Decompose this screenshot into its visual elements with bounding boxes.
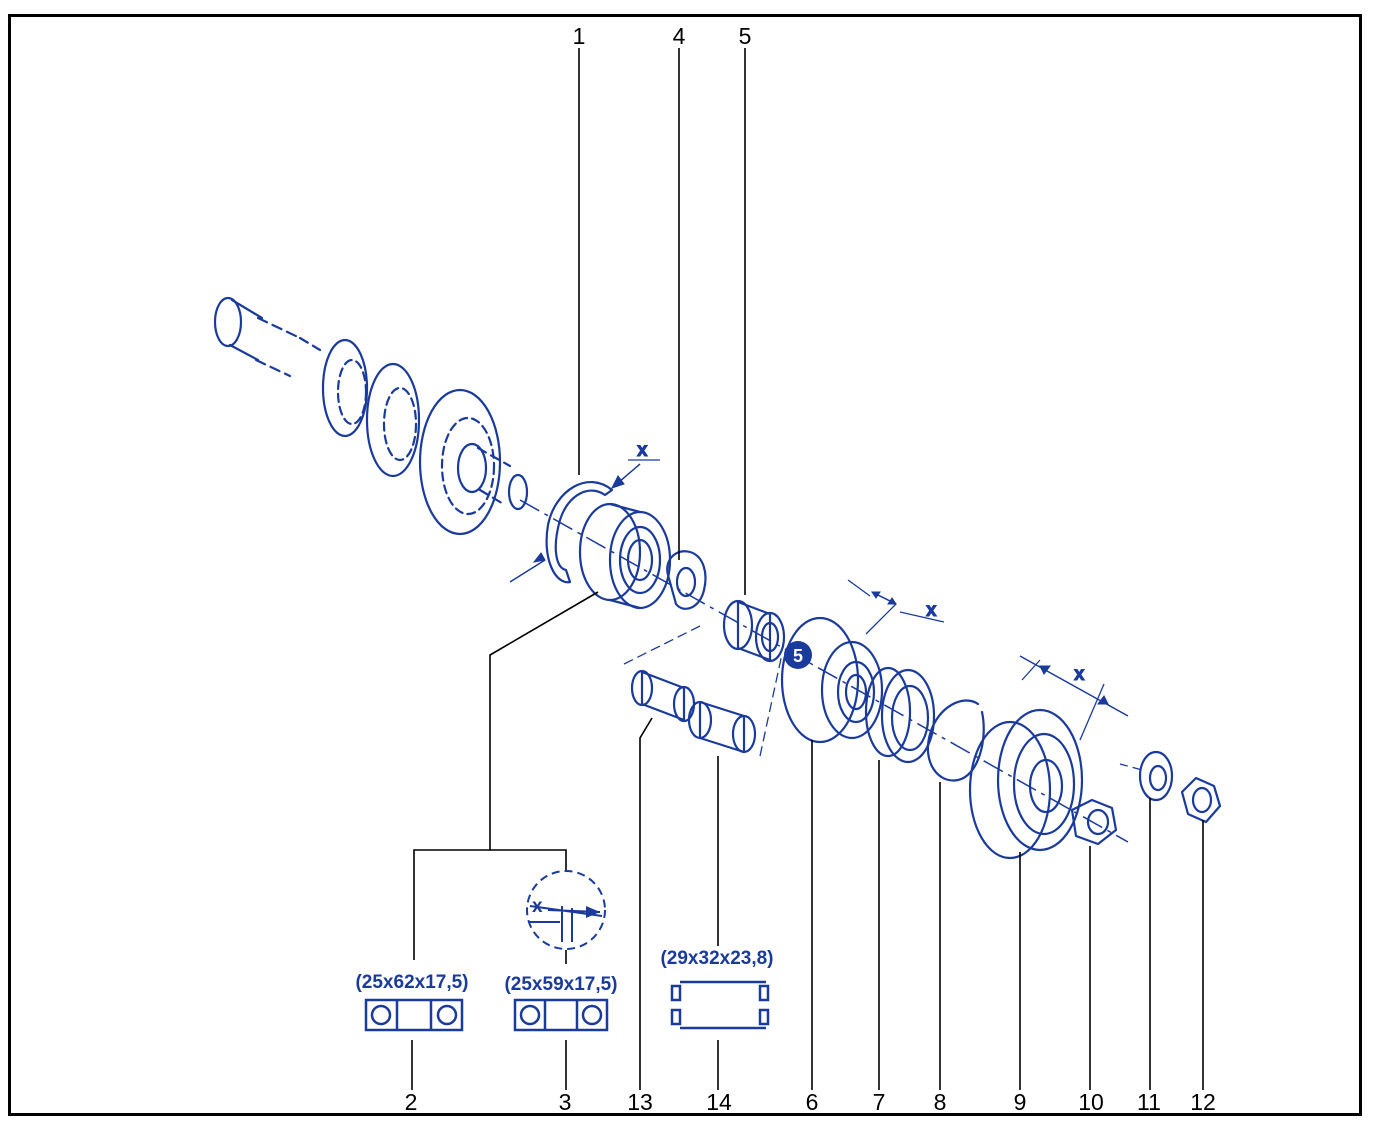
callout-4: 4 <box>673 23 686 49</box>
callout-12: 12 <box>1190 1089 1216 1115</box>
synchro-ring <box>864 666 936 764</box>
callout-8: 8 <box>934 1089 947 1115</box>
circlip <box>545 480 614 584</box>
callout-7: 7 <box>873 1089 886 1115</box>
callout-5: 5 <box>739 23 752 49</box>
bearing-symbol-2 <box>364 998 464 1032</box>
callout-11: 11 <box>1137 1089 1161 1115</box>
bearing-symbol-3 <box>513 998 609 1032</box>
step-badge: 5 <box>784 641 812 669</box>
callout-9: 9 <box>1014 1089 1027 1115</box>
spec-label-2: (25x62x17,5) <box>355 972 468 993</box>
diagram-frame <box>8 14 1362 1116</box>
spacer-bushing <box>722 599 786 663</box>
bearing-detail-inset: x <box>526 870 606 950</box>
gear-dimension-x-label: x <box>926 600 937 621</box>
ball-bearing <box>578 502 672 610</box>
callout-2: 2 <box>405 1089 418 1115</box>
inset-x-label: x <box>532 896 543 917</box>
locknut <box>1180 776 1222 824</box>
hex-nut <box>1070 798 1118 846</box>
hub-dimension-x-label: x <box>1074 664 1085 685</box>
callout-14: 14 <box>706 1089 732 1115</box>
thrust-washer <box>666 550 707 610</box>
callout-3: 3 <box>559 1089 572 1115</box>
needle-bearing-14 <box>687 700 757 754</box>
callout-13: 13 <box>627 1089 653 1115</box>
leader-lines <box>411 48 1204 1090</box>
callout-10: 10 <box>1078 1089 1104 1115</box>
assembly-guide-lines <box>623 625 783 757</box>
circlip-dimension: x <box>509 440 660 583</box>
input-shaft <box>213 296 529 536</box>
sleeve-13 <box>630 669 696 723</box>
synchronizer-assembly <box>968 708 1084 860</box>
callout-numbers: 1 4 5 2 3 13 14 6 7 8 9 10 11 12 <box>405 23 1216 1115</box>
spec-label-14: (29x32x23,8) <box>660 948 773 969</box>
hub-dimension: x <box>1019 655 1129 741</box>
spec-label-3: (25x59x17,5) <box>504 974 617 995</box>
fifth-gear <box>780 616 884 744</box>
step-badge-number: 5 <box>793 646 803 666</box>
callout-1: 1 <box>573 23 586 49</box>
callout-6: 6 <box>806 1089 819 1115</box>
lock-washer <box>1138 750 1174 802</box>
spring-ring <box>926 699 985 782</box>
dimension-x-label: x <box>637 440 648 461</box>
gear-dimension: x <box>847 579 945 635</box>
washer-guide-line <box>1119 763 1143 771</box>
needle-bearing-symbol-14 <box>670 980 770 1030</box>
